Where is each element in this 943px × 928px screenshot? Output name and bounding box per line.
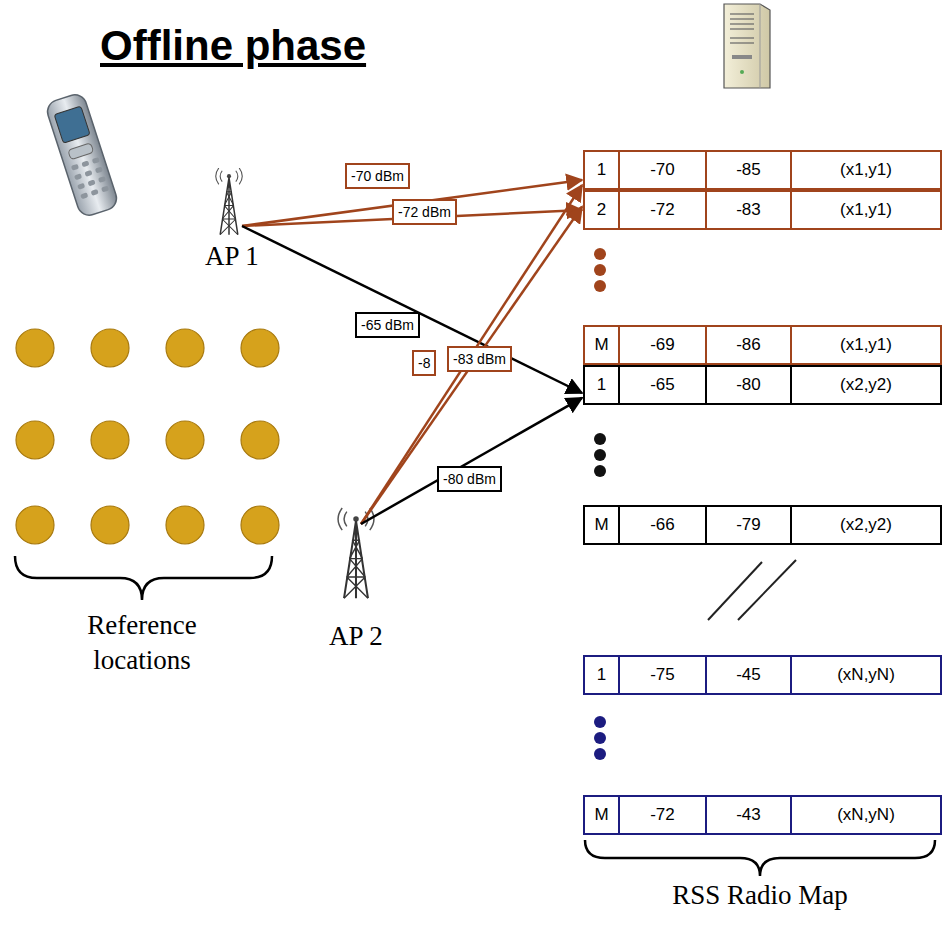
rss-label: -65 dBm	[355, 312, 420, 338]
signal-arrow	[242, 226, 582, 393]
table-cell: -66	[620, 507, 707, 543]
signal-arrow	[361, 398, 582, 524]
signal-arrow	[361, 207, 582, 524]
antenna-icon	[216, 168, 243, 235]
table-cell: -80	[707, 367, 792, 403]
table-cell: (xN,yN)	[792, 797, 940, 833]
table-cell: -43	[707, 797, 792, 833]
phone-icon	[44, 92, 119, 218]
table-cell: (x1,y1)	[792, 327, 940, 363]
table-cell: -65	[620, 367, 707, 403]
table-cell: -72	[620, 192, 707, 228]
table-cell: (x2,y2)	[792, 367, 940, 403]
group-label: Reference locations	[52, 608, 232, 678]
table-cell: (xN,yN)	[792, 657, 940, 693]
signal-arrow	[361, 185, 582, 524]
rss-label: -70 dBm	[345, 163, 410, 189]
table-cell: 1	[585, 152, 620, 188]
table-cell: -69	[620, 327, 707, 363]
radio-map-row: 1-75-45(xN,yN)	[583, 655, 942, 695]
access-point: AP 1	[192, 164, 272, 272]
map-label: RSS Radio Map	[660, 878, 860, 913]
table-cell: -72	[620, 797, 707, 833]
ellipsis-dots	[594, 716, 606, 760]
table-cell: -45	[707, 657, 792, 693]
signal-arrow	[242, 180, 582, 226]
table-cell: 1	[585, 657, 620, 693]
table-cell: -85	[707, 152, 792, 188]
server-icon	[724, 4, 770, 88]
table-cell: (x1,y1)	[792, 192, 940, 228]
table-cell: -70	[620, 152, 707, 188]
radio-map-row: M-72-43(xN,yN)	[583, 795, 942, 835]
radio-map-row: 1-70-85(x1,y1)	[583, 150, 942, 190]
antenna-icon	[338, 508, 374, 598]
reference-dots	[16, 329, 279, 544]
bracket	[15, 556, 272, 600]
table-cell: M	[585, 797, 620, 833]
table-cell: (x1,y1)	[792, 152, 940, 188]
access-point-label: AP 1	[205, 240, 259, 272]
title: Offline phase	[100, 22, 366, 70]
ellipsis-dots	[594, 433, 606, 477]
rss-label: -8	[412, 350, 436, 376]
radio-map-row: M-66-79(x2,y2)	[583, 505, 942, 545]
bracket	[585, 840, 935, 876]
access-point-label: AP 2	[329, 620, 383, 652]
rss-label: -80 dBm	[437, 466, 502, 492]
table-cell: -83	[707, 192, 792, 228]
table-cell: M	[585, 327, 620, 363]
table-cell: -86	[707, 327, 792, 363]
rss-label: -72 dBm	[392, 199, 457, 225]
radio-map-row: M-69-86(x1,y1)	[583, 325, 942, 365]
rss-label: -83 dBm	[447, 346, 512, 372]
radio-map-row: 2-72-83(x1,y1)	[583, 190, 942, 230]
ellipsis-dots	[594, 248, 606, 292]
table-cell: (x2,y2)	[792, 507, 940, 543]
access-point: AP 2	[315, 500, 397, 652]
table-cell: -79	[707, 507, 792, 543]
table-cell: 1	[585, 367, 620, 403]
break-mark	[708, 560, 796, 620]
table-cell: -75	[620, 657, 707, 693]
table-cell: 2	[585, 192, 620, 228]
table-cell: M	[585, 507, 620, 543]
radio-map-row: 1-65-80(x2,y2)	[583, 365, 942, 405]
